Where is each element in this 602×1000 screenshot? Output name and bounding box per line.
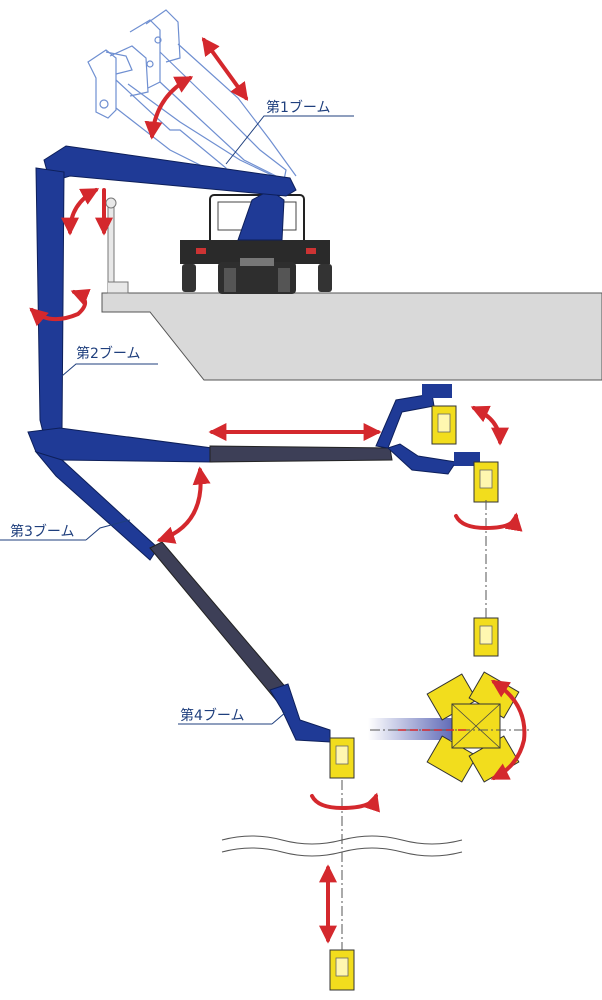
water-surface — [221, 835, 463, 857]
basket-upper-b — [473, 461, 499, 503]
boom-telescopic-section — [209, 445, 393, 463]
boom3-horizontal-link — [27, 427, 213, 463]
basket-boom4 — [329, 737, 355, 779]
label-boom3: 第3ブーム — [10, 523, 75, 540]
label-leaders — [0, 115, 354, 725]
boom3-diagonal — [34, 451, 159, 561]
upper-platform-bracket — [375, 384, 480, 475]
boom4-end-arm — [269, 683, 331, 743]
railing-post — [105, 197, 129, 294]
basket-bottom — [329, 949, 355, 991]
label-boom2: 第2ブーム — [76, 345, 141, 362]
basket-upper-a — [431, 405, 457, 445]
label-boom4: 第4ブーム — [180, 707, 245, 724]
bridge-deck — [101, 292, 602, 381]
boom2 — [35, 167, 65, 437]
boom1 — [43, 145, 297, 197]
basket-lowered — [473, 617, 499, 657]
label-boom1: 第1ブーム — [266, 99, 331, 116]
boom4-diagonal — [149, 541, 289, 701]
motion-arrows — [29, 37, 527, 944]
motion-trail — [368, 718, 458, 740]
